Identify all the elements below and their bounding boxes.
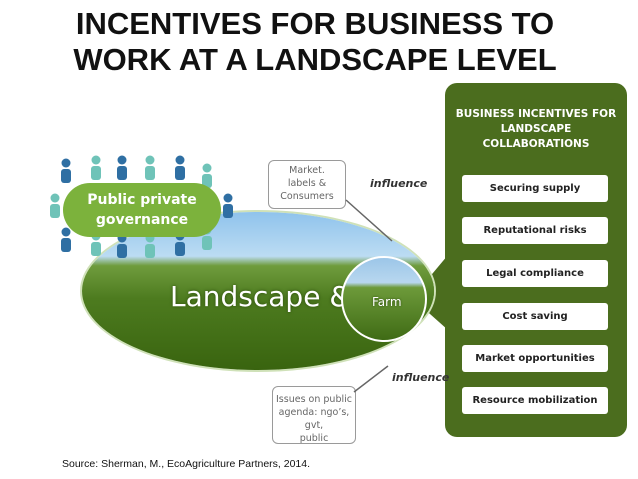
influence-label-top: influence: [370, 177, 428, 190]
farm-circle: [341, 256, 427, 342]
farm-label: Farm: [372, 295, 402, 309]
issues-callout: Issues on public agenda: ngo’s, gvt, pub…: [272, 386, 356, 444]
person-icon: [91, 155, 101, 180]
panel-title-line-3: COLLABORATIONS: [482, 138, 590, 150]
incentive-resource-mobilization: Resource mobilization: [462, 387, 608, 414]
arrow-issues-line: [353, 365, 389, 393]
person-icon: [61, 158, 71, 183]
governance-line-1: Public private: [87, 192, 197, 208]
slide-title: INCENTIVES FOR BUSINESS TO WORK AT A LAN…: [0, 6, 630, 78]
incentives-panel: BUSINESS INCENTIVES FOR LANDSCAPE COLLAB…: [445, 83, 627, 437]
market-line-1: Market.: [289, 165, 325, 176]
source-citation: Source: Sherman, M., EcoAgriculture Part…: [62, 458, 311, 470]
market-line-2: labels &: [287, 178, 327, 189]
governance-line-2: governance: [95, 212, 189, 228]
market-line-3: Consumers: [280, 191, 334, 202]
title-line-2: WORK AT A LANDSCAPE LEVEL: [73, 42, 557, 77]
panel-title-line-1: BUSINESS INCENTIVES FOR: [455, 108, 617, 120]
incentive-cost-saving: Cost saving: [462, 303, 608, 330]
panel-title-line-2: LANDSCAPE: [500, 123, 572, 135]
panel-title: BUSINESS INCENTIVES FOR LANDSCAPE COLLAB…: [445, 107, 627, 152]
person-icon: [175, 155, 185, 180]
market-callout: Market. labels & Consumers: [268, 160, 346, 209]
person-icon: [223, 193, 233, 218]
issues-line-3: public: [299, 433, 329, 444]
person-icon: [50, 193, 60, 218]
person-icon: [61, 227, 71, 252]
person-icon: [117, 155, 127, 180]
person-icon: [145, 155, 155, 180]
influence-label-bottom: influence: [392, 371, 450, 384]
landscape-label: Landscape &: [170, 280, 352, 313]
governance-bubble: Public private governance: [63, 183, 221, 237]
incentive-reputational-risks: Reputational risks: [462, 217, 608, 244]
governance-label: Public private governance: [63, 190, 221, 230]
issues-line-2: agenda: ngo’s, gvt,: [278, 407, 350, 431]
title-line-1: INCENTIVES FOR BUSINESS TO: [75, 6, 555, 41]
arrow-market-line: [345, 199, 393, 242]
incentive-market-opportunities: Market opportunities: [462, 345, 608, 372]
incentive-legal-compliance: Legal compliance: [462, 260, 608, 287]
issues-line-1: Issues on public: [276, 394, 352, 405]
incentive-securing-supply: Securing supply: [462, 175, 608, 202]
